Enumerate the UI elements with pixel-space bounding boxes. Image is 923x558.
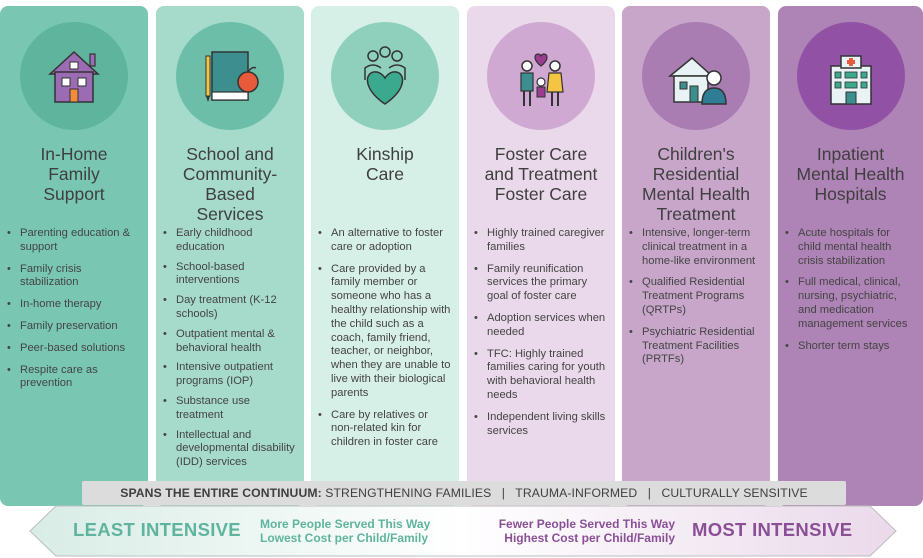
icon-circle [176,22,284,130]
list-item: Care provided by a family member or some… [318,263,451,401]
list-item: Psychiatric Residential Treatment Facili… [629,326,762,367]
list-item: Intensive, longer-term clinical treatmen… [629,227,762,268]
list-item: Independent living skills services [474,411,607,439]
most-intensive-label: MOST INTENSIVE [692,519,853,540]
list-item: Shorter term stays [785,340,915,354]
family-heart-icon [364,46,406,105]
list-item: Early childhood education [163,227,296,255]
icon-circle [796,22,905,130]
list-item: Respite care as prevention [7,364,140,392]
list-item: Acute hospitals for child mental health … [785,227,915,268]
item-list: Highly trained caregiver families Family… [467,227,615,446]
item-list: Acute hospitals for child mental health … [778,227,923,361]
book-apple-icon [205,51,259,102]
continuum-values: STRENGTHENING FAMILIES | TRAUMA-INFORMED… [325,486,808,500]
most-intensive-detail-2: Highest Cost per Child/Family [504,531,675,545]
intensity-arrow [29,505,897,557]
list-item: Day treatment (K-12 schools) [163,294,296,322]
list-item: In-home therapy [7,298,140,312]
residential-home-icon [667,57,727,105]
list-item: Qualified Residential Treatment Programs… [629,276,762,317]
least-intensive-label: LEAST INTENSIVE [73,519,241,540]
list-item: Family preservation [7,320,140,334]
list-item: Family crisis stabilization [7,263,140,291]
least-intensive-detail-2: Lowest Cost per Child/Family [260,531,429,545]
item-list: An alternative to foster care or adoptio… [311,227,459,458]
list-item: Intellectual and developmental disabilit… [163,429,296,470]
icon-circle [20,22,128,130]
icon-circle [487,22,595,130]
house-icon [48,50,100,103]
list-item: School-based interventions [163,261,296,289]
list-item: Full medical, clinical, nursing, psychia… [785,276,915,331]
list-item: Parenting education & support [7,227,140,255]
list-item: Outpatient mental & behavioral health [163,328,296,356]
list-item: Care by relatives or non-related kin for… [318,409,451,450]
item-list: Intensive, longer-term clinical treatmen… [622,227,770,375]
list-item: Substance use treatment [163,395,296,423]
most-intensive-detail-1: Fewer People Served This Way [498,517,675,531]
item-list: Parenting education & support Family cri… [0,227,148,399]
list-item: Intensive outpatient programs (IOP) [163,361,296,389]
continuum-bar: SPANS THE ENTIRE CONTINUUM: STRENGTHENIN… [82,481,846,505]
list-item: Highly trained caregiver families [474,227,607,255]
parents-child-icon [520,53,564,106]
list-item: Adoption services when needed [474,312,607,340]
list-item: Family reunification services the primar… [474,263,607,304]
list-item: Peer-based solutions [7,342,140,356]
item-list: Early childhood education School-based i… [156,227,304,476]
list-item: TFC: Highly trained families caring for … [474,348,607,403]
list-item: An alternative to foster care or adoptio… [318,227,451,255]
icon-circle [331,22,439,130]
least-intensive-detail-1: More People Served This Way [260,517,431,531]
continuum-label: SPANS THE ENTIRE CONTINUUM: [120,486,322,500]
hospital-icon [829,55,872,105]
icon-circle [642,22,750,130]
